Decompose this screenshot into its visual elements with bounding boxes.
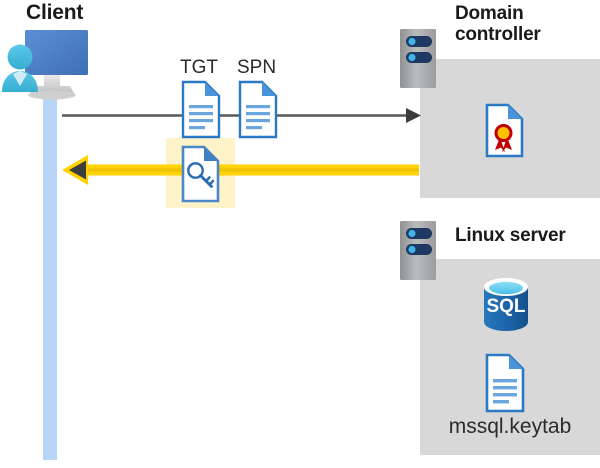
- linux-server-icon: [400, 221, 436, 280]
- user-at-monitor-icon: [2, 30, 88, 100]
- domain-controller-title-line-1: Domain: [455, 3, 524, 24]
- keytab-caption: mssql.keytab: [448, 415, 572, 438]
- keytab-document-icon: [485, 353, 525, 413]
- linux-server-title: Linux server: [455, 225, 566, 246]
- tgt-caption: TGT: [180, 57, 218, 78]
- spn-document-icon: [238, 80, 278, 139]
- response-arrow: [62, 155, 419, 185]
- domain-controller-title-line-2: controller: [455, 23, 541, 45]
- sql-database-icon: [484, 278, 528, 331]
- sql-label: SQL: [486, 296, 525, 317]
- client-title: Client: [26, 1, 84, 24]
- domain-controller-server-icon: [400, 29, 436, 88]
- client-lifeline: [43, 86, 57, 460]
- request-arrow: [62, 108, 421, 123]
- key-document-icon: [181, 145, 220, 203]
- domain-controller-title: Domain controller: [455, 3, 595, 45]
- tgt-document-icon: [181, 80, 221, 139]
- certificate-document-icon: [485, 103, 524, 158]
- spn-caption: SPN: [237, 57, 277, 78]
